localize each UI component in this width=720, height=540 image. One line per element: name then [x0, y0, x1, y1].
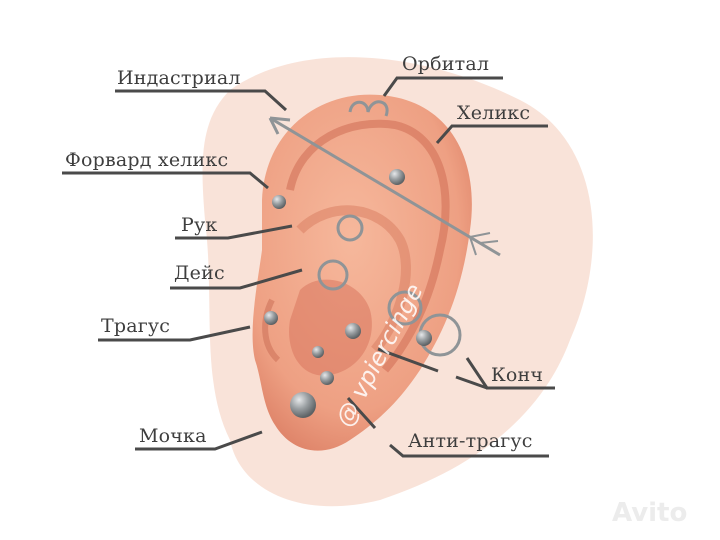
- label-lobe: Мочка: [139, 425, 207, 447]
- conch-ring: [387, 290, 423, 326]
- label-daith: Дейс: [174, 262, 225, 284]
- orbital-ring: [348, 100, 389, 117]
- label-industrial: Индастриал: [117, 67, 241, 89]
- label-helix: Хеликс: [457, 102, 531, 124]
- jewelry: [268, 100, 501, 357]
- jewelry-balls: [264, 169, 432, 418]
- label-rook: Рук: [181, 214, 218, 236]
- arrow-head: [268, 116, 291, 135]
- label-forward-helix: Форвард хеликс: [65, 149, 229, 171]
- avito-logo: Avito: [612, 498, 688, 528]
- label-tragus: Трагус: [101, 315, 171, 337]
- leader-lines: [62, 76, 555, 458]
- industrial-bar: [269, 116, 501, 257]
- tragus: [262, 298, 281, 363]
- label-anti-tragus: Анти-трагус: [408, 430, 533, 452]
- arrow-tail: [469, 232, 499, 256]
- concha: [289, 279, 372, 376]
- label-conch: Конч: [491, 364, 544, 386]
- daith-ring: [317, 259, 349, 291]
- rook-ring: [336, 214, 364, 242]
- label-orbital: Орбитал: [402, 53, 490, 75]
